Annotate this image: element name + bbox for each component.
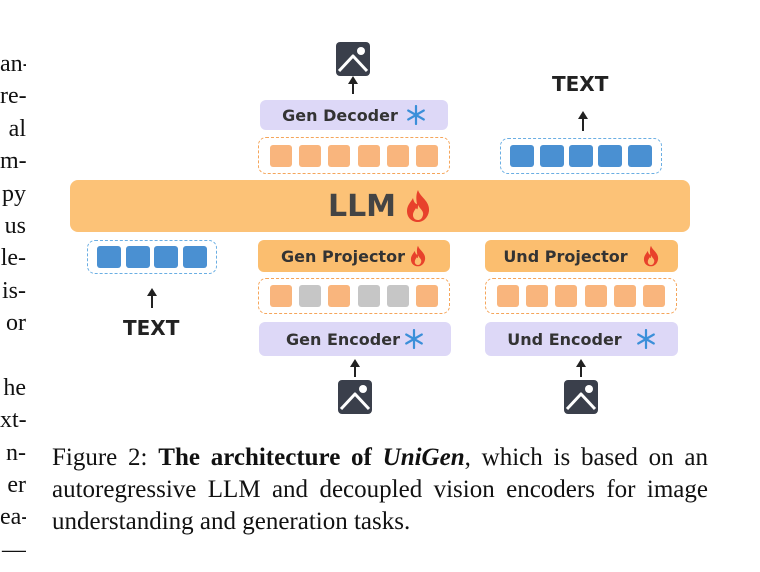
token-blue xyxy=(510,145,535,167)
figure-caption: Figure 2: The architecture of UniGen, wh… xyxy=(52,442,708,538)
token-blue xyxy=(568,145,593,167)
token-orange xyxy=(497,285,520,307)
left-fragment: py xyxy=(2,180,26,207)
token-orange xyxy=(386,144,409,167)
fire-icon xyxy=(404,189,432,223)
architecture-figure: Gen Decoder TEXT LLM TEXT xyxy=(60,28,700,422)
token-gray xyxy=(299,285,322,307)
gen-decoder-box: Gen Decoder xyxy=(260,100,448,130)
caption-bold: The architecture of xyxy=(158,444,383,471)
left-fragment xyxy=(0,340,26,372)
token-blue xyxy=(627,145,652,167)
token-orange xyxy=(270,285,293,307)
token-blue xyxy=(598,145,623,167)
token-blue xyxy=(125,246,150,268)
left-fragment: xt- xyxy=(0,407,26,434)
snowflake-icon xyxy=(406,105,426,125)
und-encoder-box: Und Encoder xyxy=(485,322,678,356)
text-input-tokens xyxy=(87,240,217,274)
token-blue xyxy=(539,145,564,167)
caption-rest: , which is based on an autoregressive LL… xyxy=(52,444,709,535)
token-orange xyxy=(526,285,549,307)
fire-icon xyxy=(642,245,660,267)
und-projector-box: Und Projector xyxy=(485,240,678,272)
snowflake-icon xyxy=(636,329,656,349)
text-output-tokens xyxy=(500,138,662,174)
left-fragment: al xyxy=(8,115,26,142)
left-fragment: er xyxy=(7,472,26,499)
left-fragment: us xyxy=(4,212,26,239)
left-fragment: is- xyxy=(2,277,26,304)
token-orange xyxy=(415,285,438,307)
token-orange xyxy=(299,144,322,167)
arrow-up xyxy=(147,288,157,308)
arrow-up xyxy=(576,359,586,377)
left-fragment: or xyxy=(6,310,26,337)
left-fragment: le- xyxy=(0,245,26,272)
token-orange xyxy=(415,144,438,167)
arrow-up xyxy=(578,111,588,131)
caption-prefix: Figure 2: xyxy=(52,444,159,471)
gen-encoder-box: Gen Encoder xyxy=(259,322,451,356)
image-icon xyxy=(338,380,372,414)
und-projector-tokens xyxy=(485,278,677,314)
image-icon xyxy=(336,42,370,76)
token-orange xyxy=(357,144,380,167)
fire-icon xyxy=(409,245,427,267)
token-orange xyxy=(642,285,665,307)
gen-decoder-label: Gen Decoder xyxy=(282,105,398,125)
caption-model-name: UniGen xyxy=(382,444,465,471)
gen-projector-label: Gen Projector xyxy=(281,246,405,266)
snowflake-icon xyxy=(404,329,424,349)
token-orange xyxy=(328,285,351,307)
left-fragment: re- xyxy=(0,83,26,110)
text-input-label: TEXT xyxy=(123,316,180,340)
arrow-up xyxy=(348,76,358,94)
token-blue xyxy=(96,246,121,268)
gen-projector-box: Gen Projector xyxy=(258,240,450,272)
token-orange xyxy=(555,285,578,307)
left-fragment: an- xyxy=(0,51,26,77)
token-orange xyxy=(270,144,293,167)
left-fragment: — xyxy=(2,536,26,563)
token-orange xyxy=(584,285,607,307)
gen-projector-tokens xyxy=(258,278,450,314)
und-projector-label: Und Projector xyxy=(503,246,628,266)
left-fragment: he xyxy=(3,374,26,401)
llm-box: LLM xyxy=(70,180,690,232)
token-gray xyxy=(357,285,380,307)
image-icon xyxy=(564,380,598,414)
left-column-text: an- re- al m- py us le- is- or he xt- n-… xyxy=(0,48,26,566)
gen-decoder-tokens xyxy=(258,137,450,174)
arrow-up xyxy=(350,359,360,377)
gen-encoder-label: Gen Encoder xyxy=(286,329,400,349)
left-fragment: m- xyxy=(0,148,26,175)
left-fragment: ea- xyxy=(0,504,26,531)
token-blue xyxy=(183,246,208,268)
token-orange xyxy=(613,285,636,307)
token-blue xyxy=(154,246,179,268)
left-fragment: n- xyxy=(6,439,26,466)
token-orange xyxy=(328,144,351,167)
und-encoder-label: Und Encoder xyxy=(507,329,622,349)
token-gray xyxy=(386,285,409,307)
llm-label: LLM xyxy=(327,188,397,224)
text-output-label: TEXT xyxy=(552,72,609,96)
